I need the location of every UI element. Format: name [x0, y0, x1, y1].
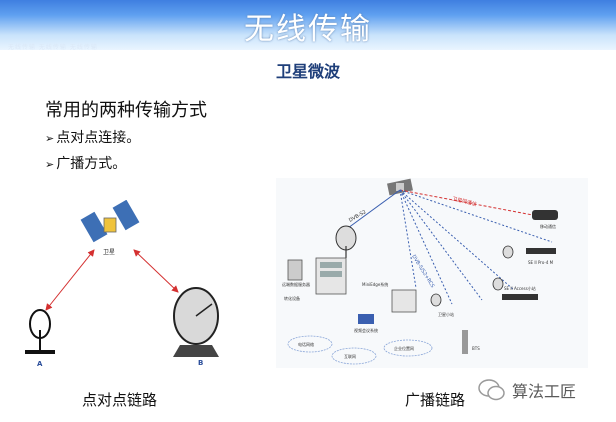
banner-tiny-text: 无线传输 无线传输 无线传输 — [8, 44, 98, 50]
node-label: 远端数据服务器 — [282, 281, 310, 287]
node-label: MiniEdge系统 — [362, 281, 388, 287]
point-to-point-diagram: 卫星 A B — [25, 200, 219, 368]
watermark: 算法工匠 — [478, 378, 576, 402]
section-heading: 常用的两种传输方式 — [45, 100, 207, 121]
ground-station-b-icon — [173, 287, 219, 357]
wechat-logo-icon — [478, 379, 505, 401]
small-dish-icon — [430, 245, 514, 307]
node-label: 视频会议系统 — [354, 327, 378, 333]
broadcast-links — [347, 189, 553, 305]
ground-station-a-icon — [25, 309, 55, 354]
node-label: 移动通信 — [540, 223, 556, 229]
miniedge-unit-icon — [391, 289, 417, 313]
node-label: BTS — [472, 346, 480, 351]
bullet-arrow-icon: ➢ — [45, 158, 55, 171]
bullet-text: 广播方式。 — [56, 156, 127, 172]
page-subtitle: 卫星微波 — [275, 62, 340, 81]
satellite-icon — [80, 200, 140, 243]
video-conference-icon — [358, 314, 374, 324]
node-label: 卫星小站 — [438, 311, 454, 317]
bts-tower-icon — [462, 330, 468, 354]
caption-broadcast: 广播链路 — [405, 391, 466, 409]
node-label: SE II Pro-4 M — [528, 260, 554, 265]
node-label: 电话网络 — [298, 341, 314, 347]
watermark-text: 算法工匠 — [512, 382, 577, 401]
access-terminal-icon — [502, 294, 538, 300]
station-a-label: A — [37, 360, 43, 368]
link-arrow-right — [133, 249, 179, 293]
receiver-device-icon — [526, 248, 556, 254]
broadcast-diagram: DVB-S2 卫星同通信 DVB-S/S2+RCS 远端数据服务器 转化设备 M… — [276, 178, 588, 368]
hub-dish-icon — [335, 225, 357, 258]
node-label: 企业位置网 — [394, 345, 414, 351]
satellite-label: 卫星 — [103, 249, 115, 256]
bullet-arrow-icon: ➢ — [45, 132, 55, 145]
bullet-broadcast: ➢广播方式。 — [45, 153, 126, 173]
node-label: 转化设备 — [284, 295, 300, 301]
bullet-point-to-point: ➢点对点连接。 — [45, 127, 140, 147]
network-clouds — [287, 335, 433, 365]
node-label: SE II Access小站 — [504, 285, 536, 291]
server-icon — [287, 259, 303, 281]
rack-equipment-icon — [315, 257, 347, 295]
title-banner: 无线传输 无线传输 无线传输 无线传输 — [0, 0, 616, 50]
link-arrow-left — [45, 249, 95, 311]
banner-title: 无线传输 — [244, 12, 372, 47]
vehicle-icon — [532, 210, 558, 220]
caption-point-to-point: 点对点链路 — [82, 391, 158, 409]
node-label: 互联网 — [344, 353, 356, 359]
station-b-label: B — [198, 359, 203, 367]
bullet-text: 点对点连接。 — [56, 130, 141, 146]
